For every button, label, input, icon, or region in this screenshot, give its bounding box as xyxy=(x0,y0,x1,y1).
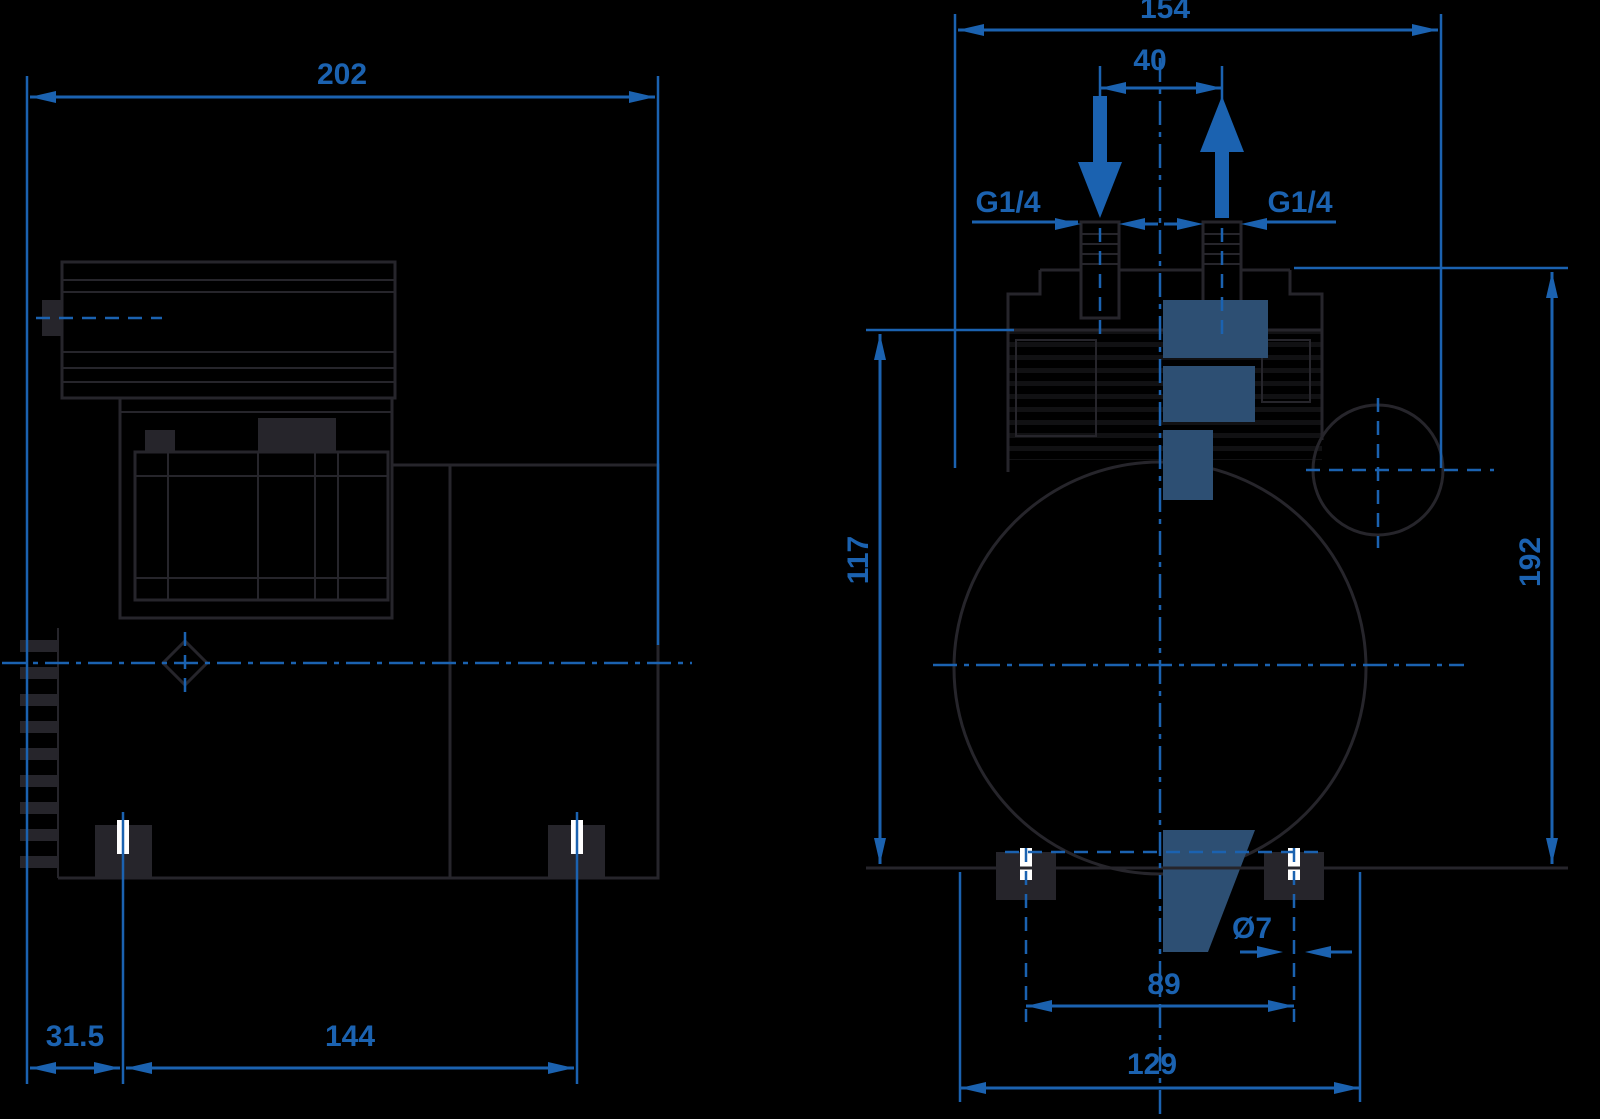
flow-arrows xyxy=(1078,96,1244,218)
dim-inlet-height: 117 xyxy=(842,328,1014,864)
dim-inlet-thread: G1/4 xyxy=(972,186,1158,230)
dim-label-192: 192 xyxy=(1514,537,1547,587)
dim-hole-spacing: 89 xyxy=(1024,848,1296,1022)
dim-label-89: 89 xyxy=(1147,968,1180,1001)
dim-overall-width: 154 xyxy=(953,0,1443,468)
dim-label-154: 154 xyxy=(1140,0,1190,25)
flow-out-arrow xyxy=(1200,96,1244,218)
motor-body xyxy=(118,396,394,620)
dim-label-o7: Ø7 xyxy=(1232,912,1272,945)
foot-hole xyxy=(1288,848,1300,880)
dim-label-31-5: 31.5 xyxy=(46,1020,104,1053)
pump-housing-side xyxy=(392,463,660,880)
dim-foot-offset: 31.5 xyxy=(30,812,125,1084)
dim-overall-length: 202 xyxy=(25,58,660,1084)
dim-label-129: 129 xyxy=(1127,1048,1177,1081)
junction-block xyxy=(1261,339,1311,403)
dim-label-40: 40 xyxy=(1133,44,1166,77)
dim-hole-diameter: Ø7 xyxy=(1232,912,1352,958)
dim-outlet-thread: G1/4 xyxy=(1164,186,1336,230)
dim-label-117: 117 xyxy=(842,536,875,584)
foot-hole xyxy=(1020,848,1032,880)
dim-label-202: 202 xyxy=(317,58,367,91)
flow-in-arrow xyxy=(1078,96,1122,218)
dim-overall-height: 192 xyxy=(1294,266,1568,864)
terminal-box xyxy=(42,260,397,400)
front-view xyxy=(866,220,1568,952)
dim-foot-spacing: 144 xyxy=(126,812,579,1084)
interior-shading xyxy=(1163,300,1268,952)
dim-label-g14-right: G1/4 xyxy=(1267,186,1332,219)
dim-base-width: 129 xyxy=(958,872,1362,1102)
dim-label-144: 144 xyxy=(325,1020,375,1053)
mounting-feet-side xyxy=(58,820,658,880)
terminal-block xyxy=(1015,339,1097,437)
cable-gland xyxy=(42,300,62,336)
dim-label-g14-left: G1/4 xyxy=(975,186,1040,219)
cooling-ribs xyxy=(20,628,59,878)
centerlines xyxy=(2,58,1494,1114)
side-view xyxy=(20,260,660,880)
pump-cartridge xyxy=(133,418,390,602)
dim-port-spacing: 40 xyxy=(1098,44,1224,100)
